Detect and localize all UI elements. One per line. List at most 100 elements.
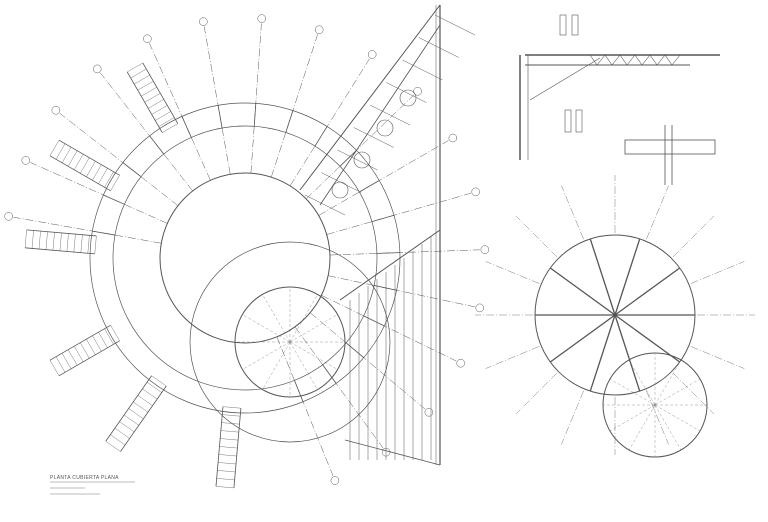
stair-tread [80,342,90,359]
inner-radial [242,314,291,343]
stair-tread [80,157,90,174]
stair-tread [221,422,240,425]
truss-diag [649,54,658,66]
truss-diag [589,54,598,66]
stair-tread [66,233,69,252]
inner-radial [609,378,656,406]
stair-tread [86,339,96,355]
right-plan-rib [614,238,641,316]
grid-axis [326,192,471,235]
stair-tread [59,232,62,251]
stair-tread [31,230,34,249]
inner-radial [654,404,701,432]
stair-tread [74,154,84,170]
stair-tread [105,441,121,452]
stair-tread [123,414,139,426]
rib [359,180,380,193]
right-plan-axis [561,185,584,240]
stair-tread [142,388,158,400]
stair-tread [92,164,102,181]
stair-tread [110,175,120,191]
skylight [353,151,371,169]
stair-tread [98,168,108,184]
stair-tread [222,406,241,409]
inner-radial [289,314,338,343]
right-plan-rib [549,314,616,363]
stair-tread [220,430,239,433]
inner-radial [289,341,338,370]
axis-bubble [413,87,422,96]
right-plan-axis [672,215,715,258]
stair-tread [55,143,66,160]
stair-tread [151,375,167,387]
rib [339,150,357,167]
bottom-beam [344,439,441,466]
grid-axis [149,43,211,181]
diagonal-beam [299,4,441,191]
small-outer-ring [189,241,391,443]
detail-rect [571,14,579,36]
stair-tread [94,235,97,254]
grid-axis [13,216,162,244]
stair-tread [215,486,234,489]
inner-radial [654,378,701,406]
axis-bubble [51,105,61,115]
axis-bubble [471,187,480,197]
inner-radial [289,341,318,390]
stair-tread [45,231,48,250]
right-plan-rib [549,267,616,316]
grid-axis [100,72,193,192]
truss-diag [626,54,636,66]
inner-radial [262,294,291,343]
stair-tread [148,99,164,109]
truss-diag [641,54,651,66]
axis-bubble [21,156,30,165]
right-plan-axis [515,372,558,415]
truss-member [369,104,411,126]
axis-bubble [92,64,102,74]
stair-tread [104,171,114,188]
stair-tread [133,401,149,413]
right-plan-axis [690,261,745,284]
grid-axis [329,249,480,256]
ring [112,125,378,391]
axis-bubble [424,408,434,417]
right-plan-axis [485,261,540,284]
rib [253,103,257,127]
right-plan-rib [614,314,641,392]
inner-radial [654,404,682,451]
stair-tread [218,454,237,457]
stair-tread [158,117,175,127]
rib [345,342,364,358]
stair-tread [151,105,168,115]
right-plan-axis [646,185,669,240]
right-plan-rib [614,314,681,363]
axis-bubble [330,476,340,485]
inner-radial [628,404,656,451]
right-plan-axis [646,390,669,445]
axis-bubble [367,50,377,59]
right-plan-axis [485,346,540,369]
stair-tread [127,62,143,73]
right-plan-rib [589,314,616,392]
stair-tread [162,123,178,133]
axis-bubble [143,34,152,43]
right-plan-axis [515,215,558,258]
stair-tread [74,346,84,362]
truss-diag [656,54,666,66]
truss-diag [611,54,621,66]
stair-tread [134,74,150,85]
skylight [376,119,394,137]
grid-axis [59,113,179,206]
grid-axis [203,26,231,175]
stair-tread [49,140,60,156]
stair-tread [61,147,72,163]
right-plan-axis [672,372,715,415]
rib [371,214,395,223]
truss-member [434,14,476,36]
stair-edge [25,247,95,255]
axis-bubble [257,14,266,23]
truss-member [304,194,346,216]
drawing-title: PLANTA CUBIERTA PLANA [50,475,119,481]
